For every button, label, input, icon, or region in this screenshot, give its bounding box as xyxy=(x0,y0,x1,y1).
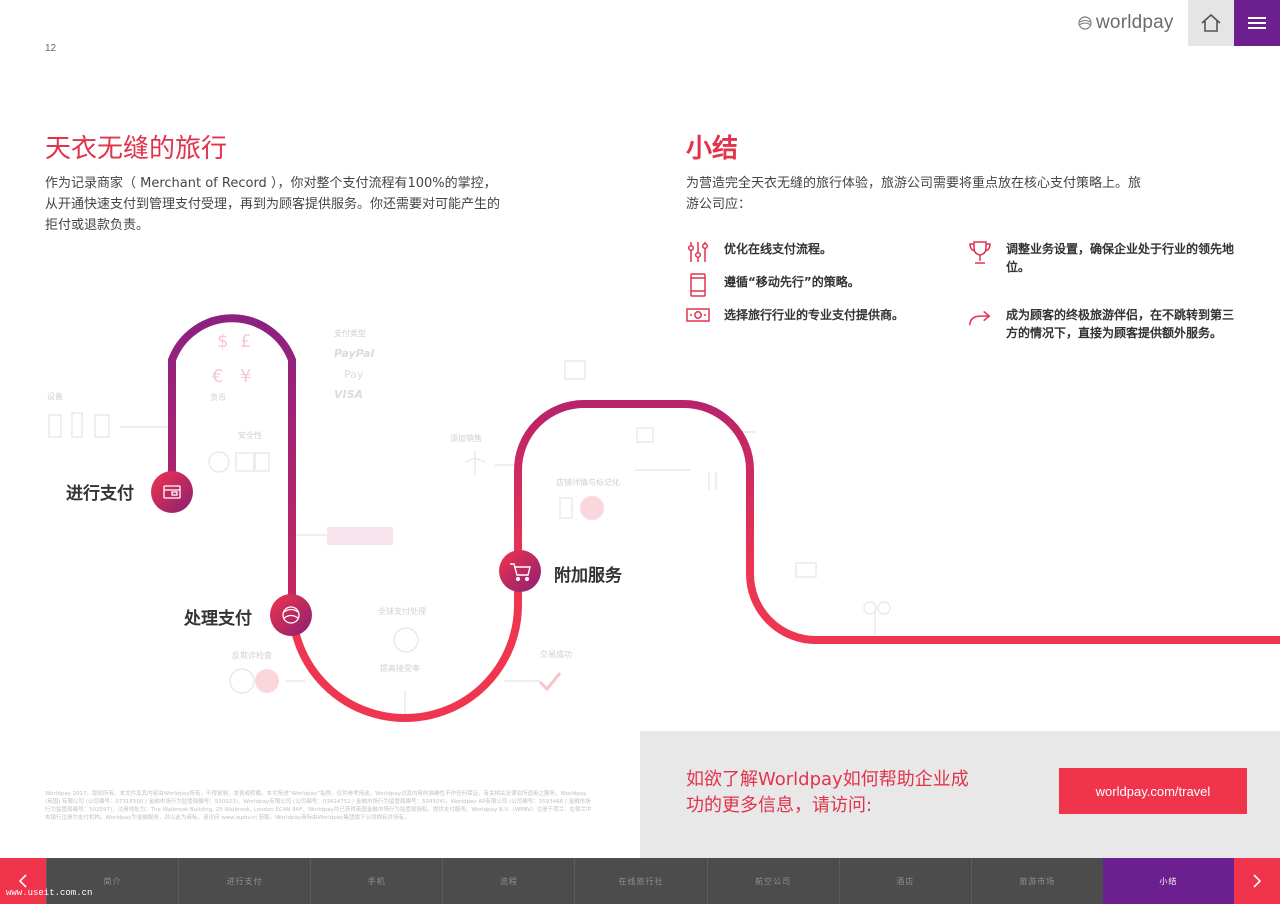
tab-intro[interactable]: 简介 xyxy=(46,858,178,904)
summary-bullet: 选择旅行行业的专业支付提供商。 xyxy=(686,306,954,330)
hamburger-icon xyxy=(1248,17,1266,29)
cash-icon xyxy=(686,306,710,330)
faint-currency-dollar: $ xyxy=(217,331,228,352)
tab-process[interactable]: 流程 xyxy=(442,858,574,904)
tab-ota[interactable]: 在线旅行社 xyxy=(574,858,706,904)
summary-bullet-text: 优化在线支付流程。 xyxy=(724,242,833,256)
faint-currency-pound: £ xyxy=(240,331,251,352)
step-label-processing: 处理支付 xyxy=(184,609,252,629)
faint-label-security: 安全性 xyxy=(238,430,262,440)
worldpay-logo[interactable]: worldpay xyxy=(1078,11,1174,35)
step-dot-processing[interactable] xyxy=(270,594,312,636)
tab-summary[interactable]: 小结 xyxy=(1102,858,1234,904)
step-label-extras: 附加服务 xyxy=(554,566,622,586)
faint-brand-paypal: PayPal xyxy=(334,347,374,360)
summary-bullet: 优化在线支付流程。 xyxy=(686,240,954,264)
chevron-right-icon xyxy=(1253,874,1262,888)
faint-label-currency: 货币 xyxy=(210,392,226,402)
faint-decorations xyxy=(48,360,891,716)
logo-text: worldpay xyxy=(1096,12,1174,33)
next-page-button[interactable] xyxy=(1234,858,1280,904)
summary-bullet-text: 成为顾客的终极旅游伴侣，在不跳转到第三方的情况下，直接为顾客提供额外服务。 xyxy=(1006,308,1235,340)
faint-label-improve-acceptance: 提高接受率 xyxy=(380,663,420,673)
globe-icon xyxy=(282,606,300,624)
faint-label-devices: 设备 xyxy=(47,391,63,401)
faint-label-transaction-success: 交易成功 xyxy=(540,649,572,659)
worldpay-logo-icon xyxy=(1078,16,1092,30)
sliders-icon xyxy=(686,240,710,264)
left-body-text: 作为记录商家（ Merchant of Record ），你对整个支付流程有10… xyxy=(45,176,501,233)
faint-currency-euro: € xyxy=(212,366,223,387)
faint-fills xyxy=(255,496,604,693)
menu-button[interactable] xyxy=(1234,0,1280,46)
cta-text: 如欲了解Worldpay如何帮助企业成功的更多信息，请访问: xyxy=(686,769,969,816)
worldpay-travel-link-button[interactable]: worldpay.com/travel xyxy=(1059,768,1247,814)
chevron-left-icon xyxy=(18,874,27,888)
faint-label-store-tokenize: 店铺详情与标记化 xyxy=(556,477,620,487)
summary-title: 小结 xyxy=(686,134,739,164)
summary-bullet-text: 遵循“移动先行”的策略。 xyxy=(724,275,860,289)
section-tabs: 简介 进行支付 手机 流程 在线旅行社 航空公司 酒店 旅游市场 小结 xyxy=(46,858,1234,904)
summary-bullet: 遵循“移动先行”的策略。 xyxy=(686,273,954,297)
summary-body-text: 为营造完全天衣无缝的旅行体验，旅游公司需要将重点放在核心支付策略上。旅游公司应： xyxy=(686,176,1142,212)
faint-label-payment-types: 支付类型 xyxy=(334,328,366,338)
trophy-icon xyxy=(968,240,992,264)
faint-label-anti-fraud: 反欺诈检查 xyxy=(232,650,272,660)
tab-travel-market[interactable]: 旅游市场 xyxy=(970,858,1103,904)
home-icon xyxy=(1201,13,1221,32)
cta-panel: 如欲了解Worldpay如何帮助企业成功的更多信息，请访问: worldpay.… xyxy=(640,731,1280,858)
tab-hotels[interactable]: 酒店 xyxy=(838,858,971,904)
site-watermark: www.useit.com.cn xyxy=(6,888,93,898)
bottom-navigation: 简介 进行支付 手机 流程 在线旅行社 航空公司 酒店 旅游市场 小结 xyxy=(0,858,1280,904)
summary-bullet-text: 选择旅行行业的专业支付提供商。 xyxy=(724,308,905,322)
home-button[interactable] xyxy=(1188,0,1234,46)
faint-brand-visa: VISA xyxy=(334,388,363,401)
step-dot-payment[interactable] xyxy=(151,471,193,513)
faint-label-add-sales: 添加销售 xyxy=(450,433,482,443)
journey-path-lower xyxy=(288,400,1280,722)
summary-bullet-text: 调整业务设置，确保企业处于行业的领先地位。 xyxy=(1006,242,1235,274)
summary-bullet: 调整业务设置，确保企业处于行业的领先地位。 xyxy=(968,240,1236,276)
summary-bullet: 成为顾客的终极旅游伴侣，在不跳转到第三方的情况下，直接为顾客提供额外服务。 xyxy=(968,306,1236,342)
payment-journey-diagram: $ £ € ¥ PayPal Pay VISA 支付类型 货币 设备 安全性 添… xyxy=(47,314,1280,722)
page-number: 12 xyxy=(45,43,57,54)
journey-path-upper xyxy=(168,314,296,609)
card-icon xyxy=(163,485,181,499)
tab-airlines[interactable]: 航空公司 xyxy=(706,858,839,904)
cart-icon xyxy=(510,563,531,582)
left-title: 天衣无缝的旅行 xyxy=(45,134,228,164)
forward-arrow-icon xyxy=(968,306,992,330)
tab-mobile[interactable]: 手机 xyxy=(310,858,442,904)
step-label-payment: 进行支付 xyxy=(66,484,134,504)
legal-disclaimer: Worldpay 2017。版权所有。本文件及其内容由Worldpay所有，不得… xyxy=(45,791,592,821)
faint-brand-applepay: Pay xyxy=(344,368,364,381)
step-dot-extras[interactable] xyxy=(499,550,541,592)
faint-currency-yen: ¥ xyxy=(240,366,251,387)
previous-page-button[interactable] xyxy=(0,858,46,904)
mobile-icon xyxy=(686,273,710,297)
faint-label-global-processing: 全球支付处理 xyxy=(378,606,426,616)
tab-payment[interactable]: 进行支付 xyxy=(178,858,310,904)
